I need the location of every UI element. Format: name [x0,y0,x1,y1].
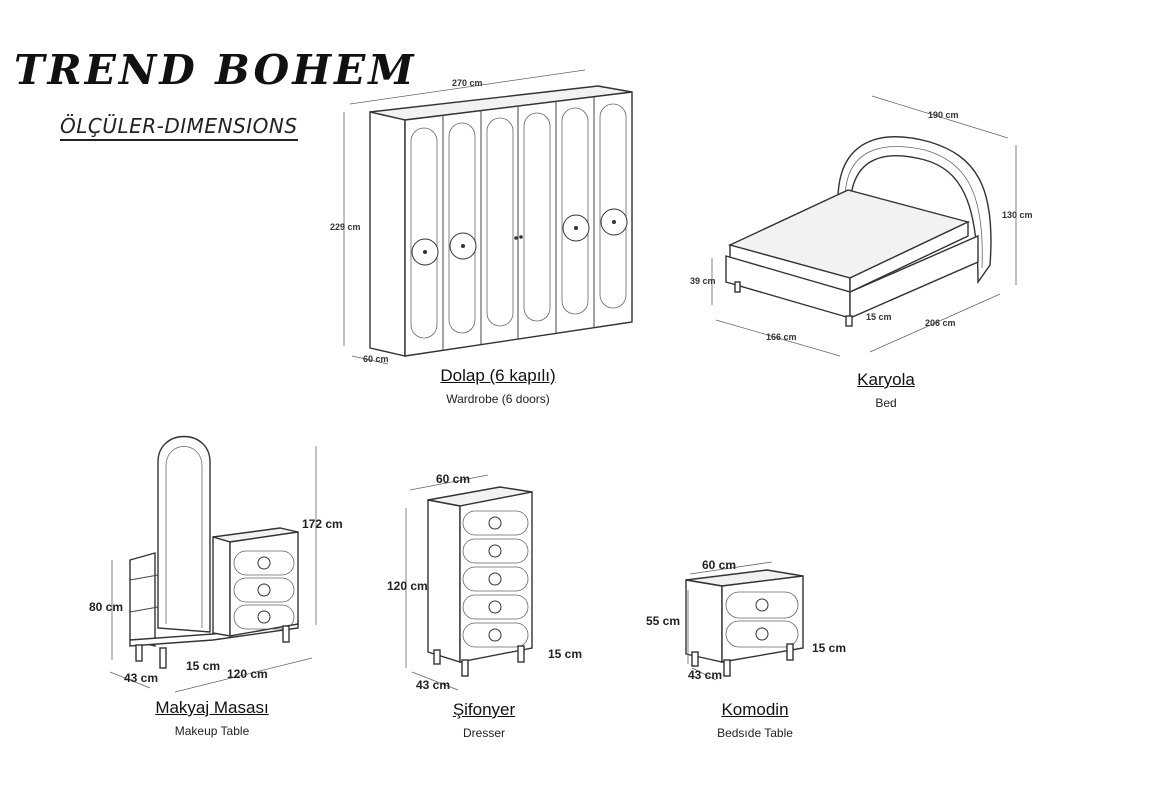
wardrobe-name-tr: Dolap (6 kapılı) [440,366,556,385]
dimensions-subtitle: ÖLÇÜLER-DIMENSIONS [60,114,298,141]
bed-leg-label: 15 cm [866,312,892,322]
makeup-caption: Makyaj Masası Makeup Table [112,698,312,738]
makeup-height-label: 172 cm [302,517,343,531]
dresser-name-en: Dresser [462,726,505,740]
bed-headboard-height-label: 130 cm [1002,210,1033,220]
makeup-name-tr: Makyaj Masası [155,698,269,717]
makeup-name-en: Makeup Table [174,724,250,738]
bedside-name-en: Bedsıde Table [717,726,793,740]
dresser-width-label: 60 cm [436,472,471,486]
wardrobe-name-en: Wardrobe (6 doors) [446,392,550,406]
brand-title: TREND BOHEM [14,46,417,94]
bedside-drawing [685,561,804,681]
makeup-leg-label: 15 cm [186,659,221,673]
bedside-name-tr: Komodin [721,700,789,719]
dresser-depth-label: 43 cm [416,678,451,692]
wardrobe-depth-label: 60 cm [363,354,389,364]
bed-length-label: 206 cm [925,318,956,328]
dresser-drawing [405,474,533,691]
wardrobe-drawing [343,69,633,365]
makeup-table-height-label: 80 cm [89,600,124,614]
bed-name-tr: Karyola [857,370,915,389]
wardrobe-caption: Dolap (6 kapılı) Wardrobe (6 doors) [398,366,598,406]
makeup-depth-label: 43 cm [124,671,159,685]
bed-headboard-width-label: 190 cm [928,110,959,120]
bedside-depth-label: 43 cm [688,668,723,682]
bedside-width-label: 60 cm [702,558,737,572]
bed-name-en: Bed [875,396,897,410]
bedside-caption: Komodin Bedsıde Table [655,700,855,740]
dresser-caption: Şifonyer Dresser [384,700,584,740]
wardrobe-height-label: 229 cm [330,222,361,232]
bed-width-label: 166 cm [766,332,797,342]
bed-drawing [711,95,1017,357]
wardrobe-width-label: 270 cm [452,78,483,88]
dresser-leg-label: 15 cm [548,647,583,661]
bedside-height-label: 55 cm [646,614,681,628]
bed-frame-height-label: 39 cm [690,276,716,286]
dresser-name-tr: Şifonyer [452,700,516,719]
bed-caption: Karyola Bed [786,370,986,410]
dresser-height-label: 120 cm [387,579,428,593]
bedside-leg-label: 15 cm [812,641,847,655]
makeup-width-label: 120 cm [227,667,268,681]
makeup-table-drawing [109,436,317,693]
